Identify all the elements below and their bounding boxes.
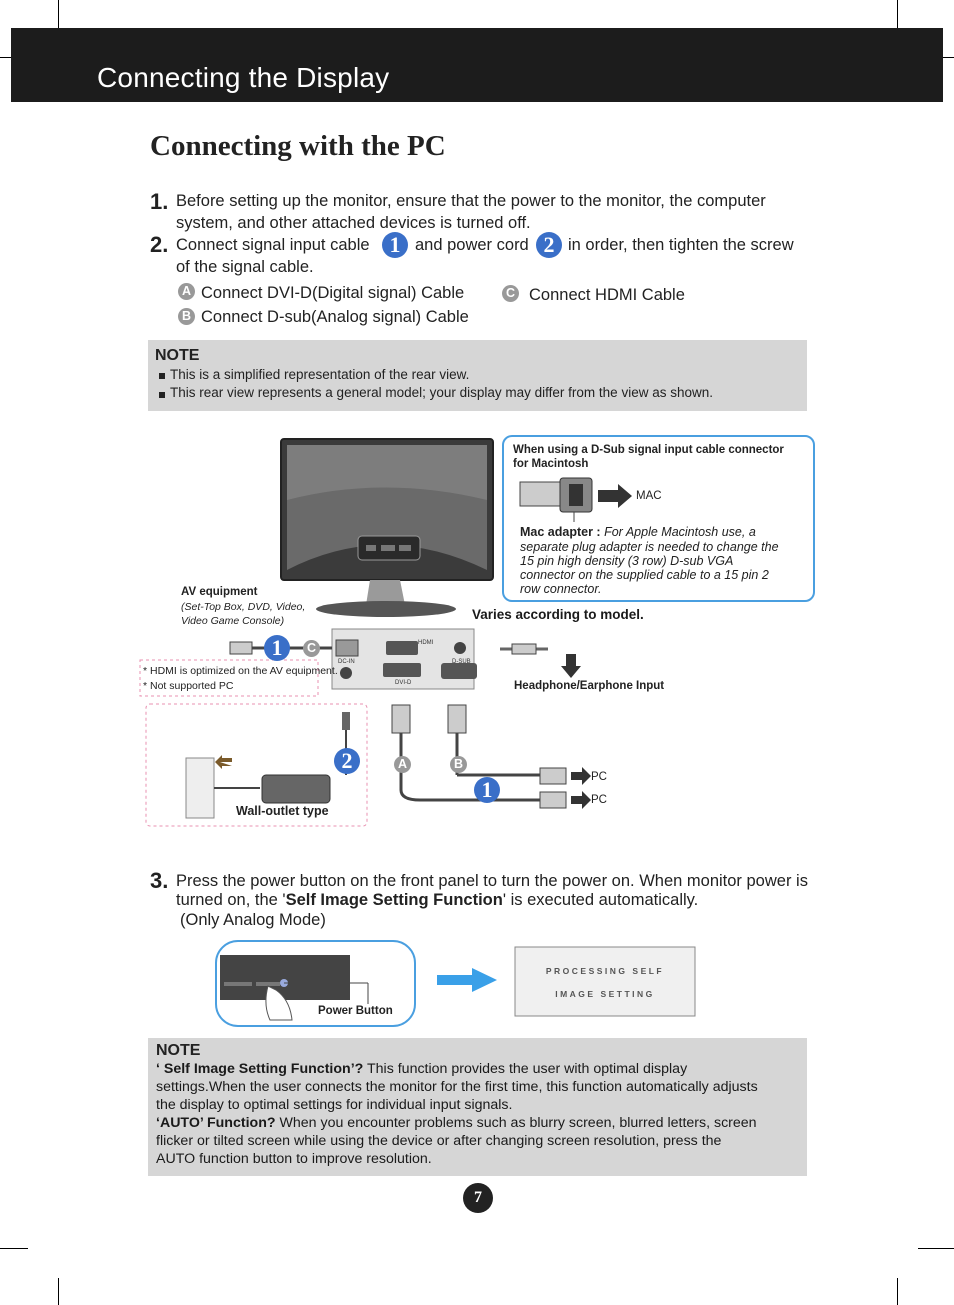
note2-q2-line-2: flicker or tilted screen while using the… xyxy=(156,1133,722,1149)
power-cord-badge: 2 xyxy=(536,232,562,258)
port-dsub-label: D-SUB xyxy=(452,659,471,665)
hdmi-letter-c: C xyxy=(303,640,320,657)
option-c-badge: C xyxy=(502,285,519,302)
mac-box-title-1: When using a D-Sub signal input cable co… xyxy=(513,444,784,456)
step-3-line-1: Press the power button on the front pane… xyxy=(176,872,808,890)
varies-note: Varies according to model. xyxy=(472,607,644,622)
port-hdmi-label: HDMI xyxy=(418,640,434,646)
mac-adapter-line-5: row connector. xyxy=(520,582,602,596)
step-3-number: 3. xyxy=(150,868,169,893)
crop-mark xyxy=(918,1248,954,1249)
bullet xyxy=(159,392,165,398)
step-2-text-a: Connect signal input cable xyxy=(176,236,370,254)
monitor-rear-illustration xyxy=(280,438,494,617)
mac-adapter-illustration xyxy=(519,477,632,522)
note-item-1: This is a simplified representation of t… xyxy=(170,367,470,382)
step-1-line-2: system, and other attached devices is tu… xyxy=(176,214,531,232)
mac-label: MAC xyxy=(636,490,662,502)
av-equipment-sub-2: Video Game Console) xyxy=(181,615,285,627)
note2-q2-text: When you encounter problems such as blur… xyxy=(275,1115,757,1131)
signal-cables xyxy=(391,704,591,809)
wall-outlet-label: Wall-outlet type xyxy=(236,804,329,818)
step-3-line-2-c: ' is executed automatically. xyxy=(502,891,699,909)
option-a-badge: A xyxy=(178,283,195,300)
mac-adapter-line-3: 15 pin high density (3 row) D-sub VGA xyxy=(520,554,734,568)
note-box-rear-view: NOTE This is a simplified representation… xyxy=(148,340,807,411)
crop-mark xyxy=(897,1278,898,1305)
av-equipment-title: AV equipment xyxy=(181,586,258,598)
note-heading: NOTE xyxy=(155,347,200,364)
option-b-badge: B xyxy=(178,308,195,325)
step-2-line-2: of the signal cable. xyxy=(176,258,314,276)
note-item-2: This rear view represents a general mode… xyxy=(170,385,713,400)
step-1-number: 1. xyxy=(150,189,169,214)
mac-adapter-label: Mac adapter : xyxy=(520,525,601,539)
mac-info-box xyxy=(502,435,815,602)
pc-label-2: PC xyxy=(591,794,607,806)
osd-screen xyxy=(514,946,696,1017)
port-dvid-label: DVI-D xyxy=(395,680,412,686)
power-adapter-illustration xyxy=(185,712,350,819)
mac-adapter-line-2: separate plug adapter is needed to chang… xyxy=(520,540,779,554)
power-cord-badge-diagram: 2 xyxy=(334,748,360,774)
step-2-text-b: and power cord xyxy=(415,236,529,254)
note-box-self-image: NOTE ‘ Self Image Setting Function’? Thi… xyxy=(148,1038,807,1176)
power-section-frame xyxy=(145,703,368,827)
arrow-right-icon xyxy=(437,968,497,992)
power-button-label: Power Button xyxy=(318,1005,393,1017)
hdmi-cable xyxy=(229,639,359,657)
note2-q1-text: This function provides the user with opt… xyxy=(363,1061,688,1077)
signal-cable-badge: 1 xyxy=(382,232,408,258)
note2-q1-line-2: settings.When the user connects the moni… xyxy=(156,1079,758,1095)
hdmi-note-2: * Not supported PC xyxy=(143,680,234,692)
crop-mark xyxy=(58,0,59,28)
step-2-text-c: in order, then tighten the screw xyxy=(568,236,794,254)
crop-mark xyxy=(0,1248,28,1249)
crop-mark xyxy=(897,0,898,28)
step-3-line-2-b: Self Image Setting Function xyxy=(285,891,503,909)
port-dcin-label: DC-IN xyxy=(338,659,355,665)
note2-q2-line-3: AUTO function button to improve resoluti… xyxy=(156,1151,432,1167)
crop-mark xyxy=(58,1278,59,1305)
bullet xyxy=(159,373,165,379)
note2-q1-heading: ‘ Self Image Setting Function’? xyxy=(156,1061,364,1077)
note2-q1-line-3: the display to optimal settings for indi… xyxy=(156,1097,513,1113)
option-a-text: Connect DVI-D(Digital signal) Cable xyxy=(201,284,465,302)
mac-adapter-line-4: connector on the supplied cable to a 15 … xyxy=(520,568,769,582)
dsub-letter-b: B xyxy=(450,756,467,773)
hdmi-note-frame xyxy=(139,659,319,697)
step-1-line-1: Before setting up the monitor, ensure th… xyxy=(176,192,766,210)
crop-mark xyxy=(943,57,954,58)
option-b-text: Connect D-sub(Analog signal) Cable xyxy=(201,308,469,326)
dvi-letter-a: A xyxy=(394,756,411,773)
av-equipment-sub-1: (Set-Top Box, DVD, Video, xyxy=(181,601,306,613)
step-2-number: 2. xyxy=(150,232,169,257)
option-c-text: Connect HDMI Cable xyxy=(529,286,685,304)
crop-mark xyxy=(0,57,11,58)
monitor-front-illustration xyxy=(220,955,369,1021)
mac-box-title-2: for Macintosh xyxy=(513,458,589,470)
note-heading-2: NOTE xyxy=(156,1042,201,1059)
hdmi-note-1: * HDMI is optimized on the AV equipment. xyxy=(143,665,338,677)
step-3-line-2-a: turned on, the ' xyxy=(176,891,286,909)
page-header-title: Connecting the Display xyxy=(97,62,390,93)
headphone-label: Headphone/Earphone Input xyxy=(514,680,665,692)
step-3-line-3: (Only Analog Mode) xyxy=(180,911,326,929)
port-panel xyxy=(331,628,477,690)
hdmi-cable-badge: 1 xyxy=(264,635,290,661)
section-title: Connecting with the PC xyxy=(150,130,446,162)
osd-line-2: IMAGE SETTING xyxy=(555,989,655,999)
osd-line-1: PROCESSING SELF xyxy=(545,966,665,976)
mac-adapter-line-1: For Apple Macintosh use, a xyxy=(604,525,756,539)
pc-label-1: PC xyxy=(591,771,607,783)
page-number: 7 xyxy=(463,1183,493,1213)
headphone-plug xyxy=(500,643,581,678)
signal-cable-badge-diagram: 1 xyxy=(474,777,500,803)
note2-q2-heading: ‘AUTO’ Function? xyxy=(156,1115,276,1131)
header-bar xyxy=(11,28,943,102)
